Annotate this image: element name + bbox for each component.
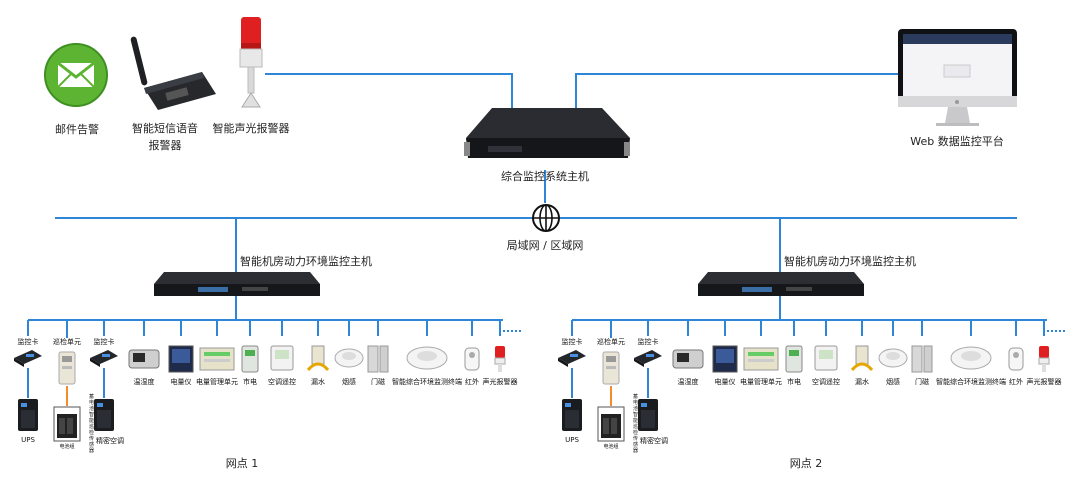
battery-group-label: 电池组 xyxy=(59,444,75,450)
water-leak-sensor-label: 漏水 xyxy=(855,378,869,386)
precision-ac-icon xyxy=(637,398,659,436)
battery-group-icon xyxy=(597,406,625,446)
temp-humidity-sensor-label: 温湿度 xyxy=(133,378,155,386)
sound-light-alarm-icon xyxy=(1033,344,1055,378)
site-label: 网点 1 xyxy=(225,457,259,470)
sound-light-alarm-icon xyxy=(489,344,511,378)
battery-sensor-vertical-label: 蓄电池智能巡检传感器 xyxy=(89,394,95,454)
mains-sensor-icon xyxy=(782,344,806,378)
power-management-unit-icon xyxy=(742,344,780,378)
sms-alarm-label-1: 智能短信语音 xyxy=(132,122,198,135)
smoke-sensor-label: 烟感 xyxy=(342,378,356,386)
precision-ac-icon xyxy=(93,398,115,436)
main-host-label: 综合监控系统主机 xyxy=(501,170,589,183)
door-sensor-label: 门磁 xyxy=(371,378,385,386)
door-sensor-icon xyxy=(365,344,391,378)
power-meter-label: 电量仪 xyxy=(714,378,736,386)
power-management-unit-label: 电量管理单元 xyxy=(740,378,782,386)
smoke-sensor-icon xyxy=(877,344,909,374)
site-label: 网点 2 xyxy=(789,457,823,470)
light-sound-alarm-icon xyxy=(236,15,266,113)
precision-ac-label: 精密空调 xyxy=(640,437,668,445)
infrared-sensor-label: 红外 xyxy=(1009,378,1023,386)
mail-alert-icon xyxy=(43,42,109,108)
infrared-sensor-icon xyxy=(1004,344,1028,376)
inspection-unit-label: 巡检单元 xyxy=(597,338,625,346)
power-management-unit-label: 电量管理单元 xyxy=(196,378,238,386)
inspection-unit-label: 巡检单元 xyxy=(53,338,81,346)
monitor-card-2-icon xyxy=(88,344,120,372)
ups-icon xyxy=(17,398,39,436)
temp-humidity-sensor-icon xyxy=(127,344,161,376)
monitor-card-label: 监控卡 xyxy=(561,338,583,346)
web-monitor-icon xyxy=(896,27,1019,129)
inspection-unit-icon xyxy=(53,350,81,390)
mains-sensor-icon xyxy=(238,344,262,378)
sound-light-alarm-label: 声光报警器 xyxy=(482,378,518,386)
mains-sensor-label: 市电 xyxy=(243,378,257,386)
inspection-unit-icon xyxy=(597,350,625,390)
monitor-card-2-label: 监控卡 xyxy=(637,338,659,346)
precision-ac-label: 精密空调 xyxy=(96,437,124,445)
ac-remote-icon xyxy=(269,344,295,376)
site-host-label: 智能机房动力环境监控主机 xyxy=(784,255,916,268)
sound-light-alarm-label: 声光报警器 xyxy=(1026,378,1062,386)
monitor-card-label: 监控卡 xyxy=(17,338,39,346)
site-host-label: 智能机房动力环境监控主机 xyxy=(240,255,372,268)
power-meter-label: 电量仪 xyxy=(170,378,192,386)
temp-humidity-sensor-icon xyxy=(671,344,705,376)
water-leak-sensor-icon xyxy=(304,344,332,378)
ac-remote-icon xyxy=(813,344,839,376)
env-terminal-icon xyxy=(405,344,449,376)
power-meter-icon xyxy=(167,344,195,378)
battery-group-icon xyxy=(53,406,81,446)
env-terminal-label: 智能综合环境监测终端 xyxy=(936,378,1006,386)
env-terminal-label: 智能综合环境监测终端 xyxy=(392,378,462,386)
ac-remote-label: 空调遥控 xyxy=(268,378,296,386)
infrared-sensor-label: 红外 xyxy=(465,378,479,386)
monitor-card-2-icon xyxy=(632,344,664,372)
power-meter-icon xyxy=(711,344,739,378)
monitor-card-2-label: 监控卡 xyxy=(93,338,115,346)
temp-humidity-sensor-label: 温湿度 xyxy=(677,378,699,386)
smoke-sensor-label: 烟感 xyxy=(886,378,900,386)
ups-label: UPS xyxy=(21,436,35,444)
mail-alert-label: 邮件告警 xyxy=(55,123,99,136)
sms-alarm-label-2: 报警器 xyxy=(148,139,182,152)
globe-icon xyxy=(531,203,561,233)
sms-alarm-device-icon xyxy=(130,34,222,110)
water-leak-sensor-label: 漏水 xyxy=(311,378,325,386)
infrared-sensor-icon xyxy=(460,344,484,376)
env-terminal-icon xyxy=(949,344,993,376)
power-management-unit-icon xyxy=(198,344,236,378)
door-sensor-label: 门磁 xyxy=(915,378,929,386)
monitor-card-icon xyxy=(556,344,588,372)
ac-remote-label: 空调遥控 xyxy=(812,378,840,386)
main-monitoring-host-icon xyxy=(462,104,632,170)
battery-group-label: 电池组 xyxy=(603,444,619,450)
battery-sensor-vertical-label: 蓄电池智能巡检传感器 xyxy=(633,394,639,454)
smoke-sensor-icon xyxy=(333,344,365,374)
site-monitoring-host-icon xyxy=(152,270,322,304)
host-to-web-line xyxy=(575,73,898,108)
water-leak-sensor-icon xyxy=(848,344,876,378)
monitor-card-icon xyxy=(12,344,44,372)
site-monitoring-host-icon xyxy=(696,270,866,304)
mains-sensor-label: 市电 xyxy=(787,378,801,386)
web-platform-label: Web 数据监控平台 xyxy=(910,135,1004,148)
alarm-to-host-line xyxy=(265,73,513,108)
ups-label: UPS xyxy=(565,436,579,444)
ups-icon xyxy=(561,398,583,436)
lan-label: 局域网 / 区域网 xyxy=(506,239,584,252)
light-sound-alarm-label: 智能声光报警器 xyxy=(212,122,290,135)
door-sensor-icon xyxy=(909,344,935,378)
